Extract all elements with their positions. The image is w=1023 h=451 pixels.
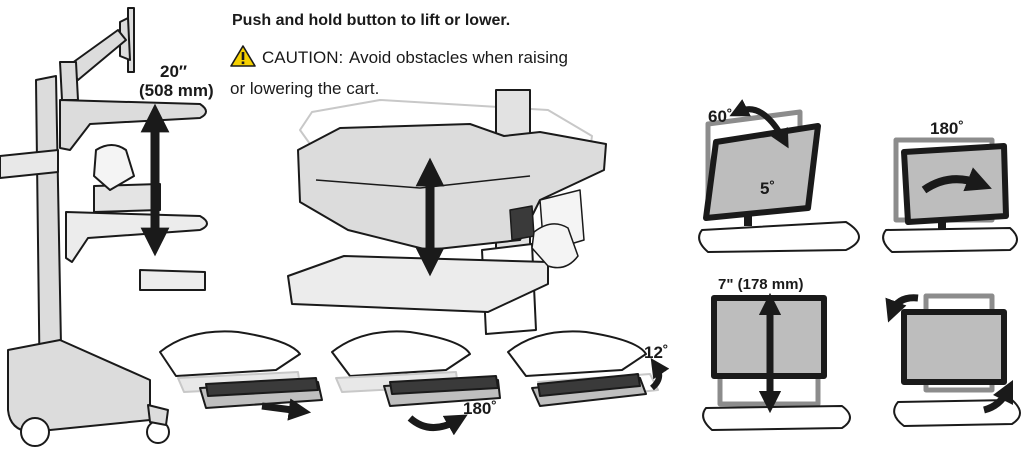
keyboard-tilt-arrow [649,358,670,391]
warning-triangle-icon [230,45,256,75]
keyboard-slide-view [159,330,323,409]
monitor-tilt-arrow [729,99,789,149]
monitor-height-view [702,295,851,431]
monitor-height-label: 7" (178 mm) [718,276,804,293]
monitor-tilt-up-label: 60˚ [708,107,733,126]
worksurface-lift-view [287,89,607,335]
monitor-swivel-label: 180˚ [930,119,965,138]
monitor-rotate-arrow-bottom [983,379,1014,414]
monitor-rotate-arrow-top [885,294,919,323]
keyboard-rotate-view [331,330,501,407]
cart-side-view [0,7,208,447]
caution-notice: CAUTION: Avoid obstacles when raising or… [230,44,585,102]
monitor-swivel-view [882,137,1018,253]
keyboard-slide-arrow [261,398,312,421]
keyboard-rotate-arrow [407,414,468,436]
cart-height-inches-label: 20″ [160,62,188,81]
monitor-rotate-view [893,293,1021,427]
instruction-headline: Push and hold button to lift or lower. [232,12,511,29]
monitor-tilt-down-label: 5˚ [760,179,776,198]
monitor-swivel-arrow [921,167,992,194]
caution-text: Avoid obstacles when raising or lowering… [230,48,568,98]
keyboard-tilt-label: 12˚ [644,343,669,362]
cart-height-mm-label: (508 mm) [139,81,214,100]
keyboard-tilt-view [507,330,659,407]
caution-word: CAUTION: [262,48,344,67]
keyboard-rotate-label: 180˚ [463,399,498,418]
monitor-tilt-view [698,109,860,253]
